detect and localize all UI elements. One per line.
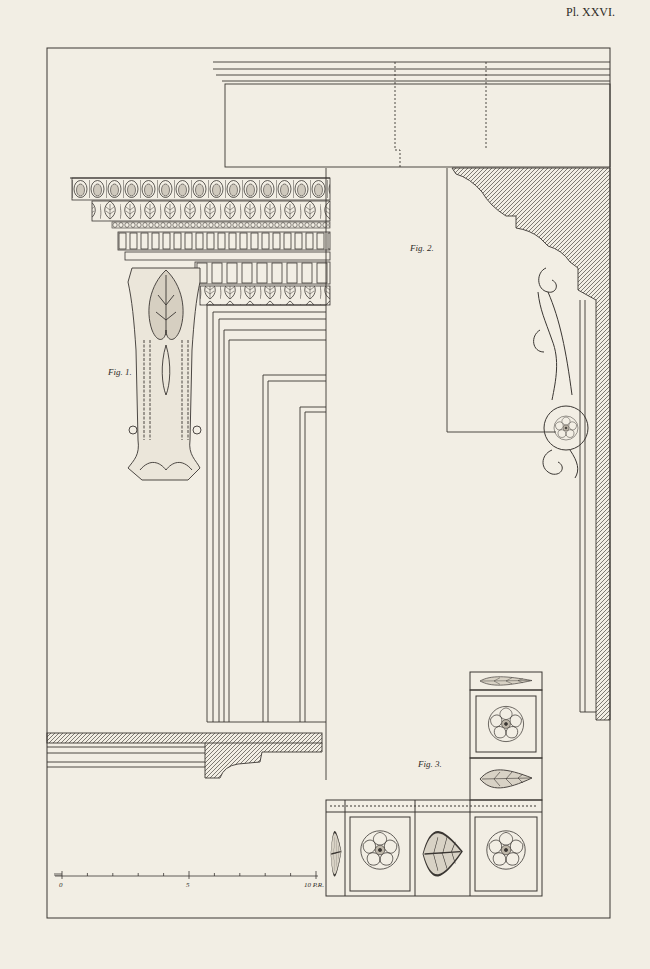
plate-number: Pl. XXVI. [566, 6, 615, 18]
figure-label: Fig. 2. [410, 244, 434, 253]
scale-number: 0 [59, 882, 63, 889]
cornice-ornament [70, 178, 330, 305]
scale-unit: 10 P.R. [304, 882, 324, 889]
base-profile [47, 733, 322, 778]
console-bracket [128, 268, 201, 480]
figure-label: Fig. 3. [418, 760, 442, 769]
entablature [213, 62, 610, 167]
coffer-panels [326, 672, 542, 896]
scale-number: 5 [186, 882, 190, 889]
scale-bar [55, 871, 318, 879]
cornice-section [452, 168, 610, 720]
console-profile [534, 268, 588, 478]
door-frame [207, 168, 326, 780]
figure-label: Fig. 1. [108, 368, 132, 377]
jamb-lines [447, 168, 596, 712]
plate-border [47, 48, 610, 918]
